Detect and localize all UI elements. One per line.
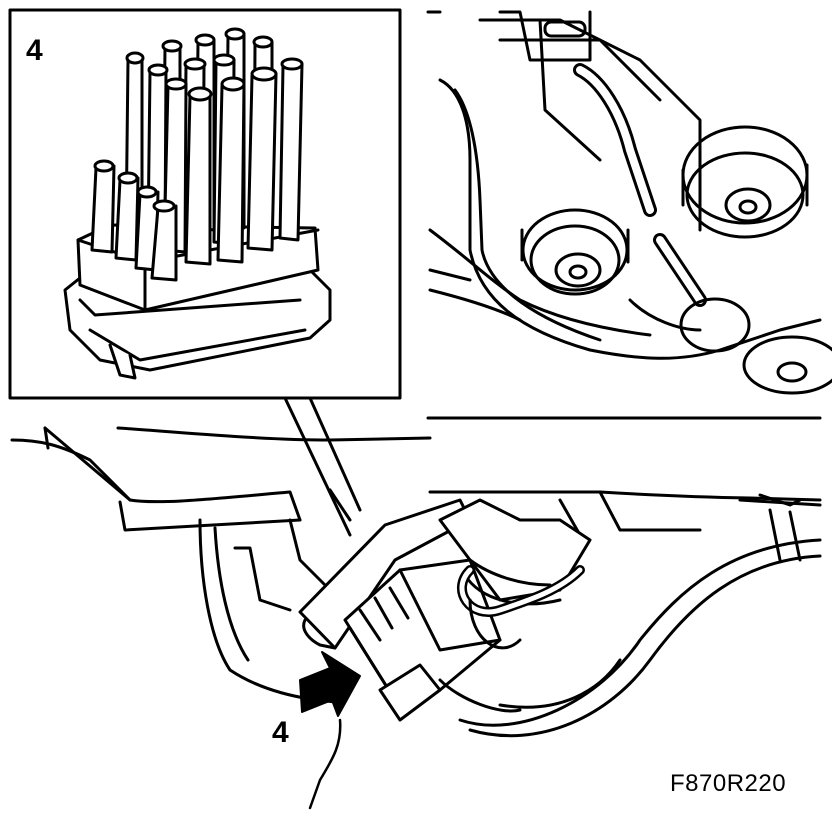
connector-assembly [298, 498, 592, 722]
inset-part-number: 4 [26, 34, 43, 67]
callout-arrow [299, 651, 361, 810]
engine-background [426, 10, 832, 420]
body-bracket [10, 426, 822, 738]
figure-code: F870R220 [670, 770, 787, 797]
connector-pins [90, 27, 304, 282]
callout-part-number: 4 [272, 716, 289, 749]
multi-pin-connector-detail [63, 27, 332, 380]
